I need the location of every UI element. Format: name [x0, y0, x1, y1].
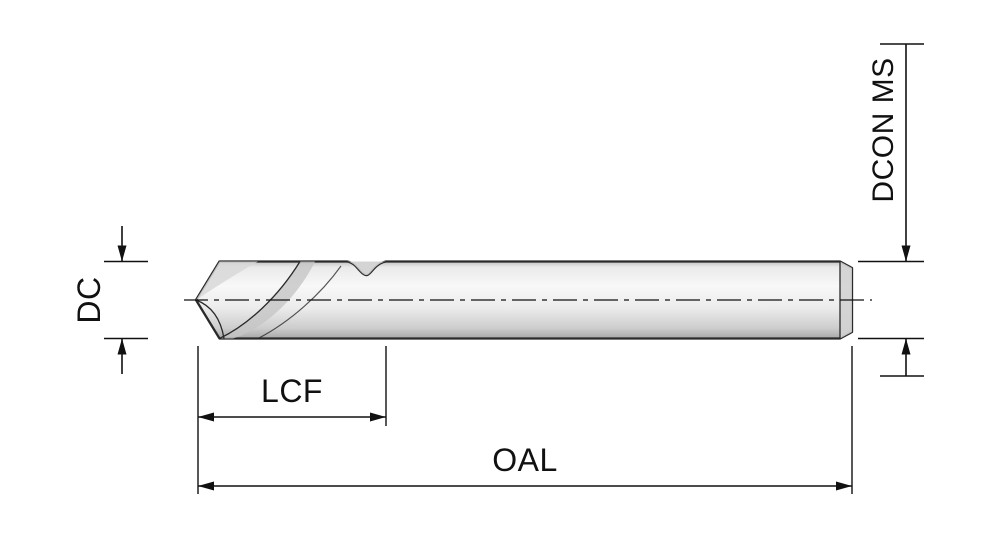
dimension-lcf: LCF [197, 346, 387, 494]
oal-arrowhead-right [836, 481, 852, 491]
oal-label: OAL [492, 442, 558, 478]
dcon-label: DCON MS [867, 57, 900, 202]
flute-face-shading [219, 261, 315, 339]
lcf-arrowhead-left [198, 412, 214, 422]
dimension-dc: DC [71, 226, 148, 374]
tip-flank-shading [196, 261, 258, 300]
dimension-dcon: DCON MS [858, 43, 924, 377]
lcf-arrowhead-right [370, 412, 386, 422]
tip-lip-line [195, 299, 225, 339]
flute-helix-line-1 [219, 261, 301, 340]
dc-label: DC [71, 276, 107, 323]
lcf-label: LCF [261, 373, 323, 409]
dcon-arrowhead-bottom [901, 338, 911, 355]
dimension-oal: OAL [198, 346, 853, 494]
flute-runout-shading [347, 261, 386, 276]
dc-arrowhead-top [117, 245, 127, 262]
dcon-arrowhead-top [901, 245, 911, 262]
oal-arrowhead-left [198, 481, 214, 491]
flute-helix-line-2 [257, 265, 342, 339]
dc-arrowhead-bottom [117, 338, 127, 355]
